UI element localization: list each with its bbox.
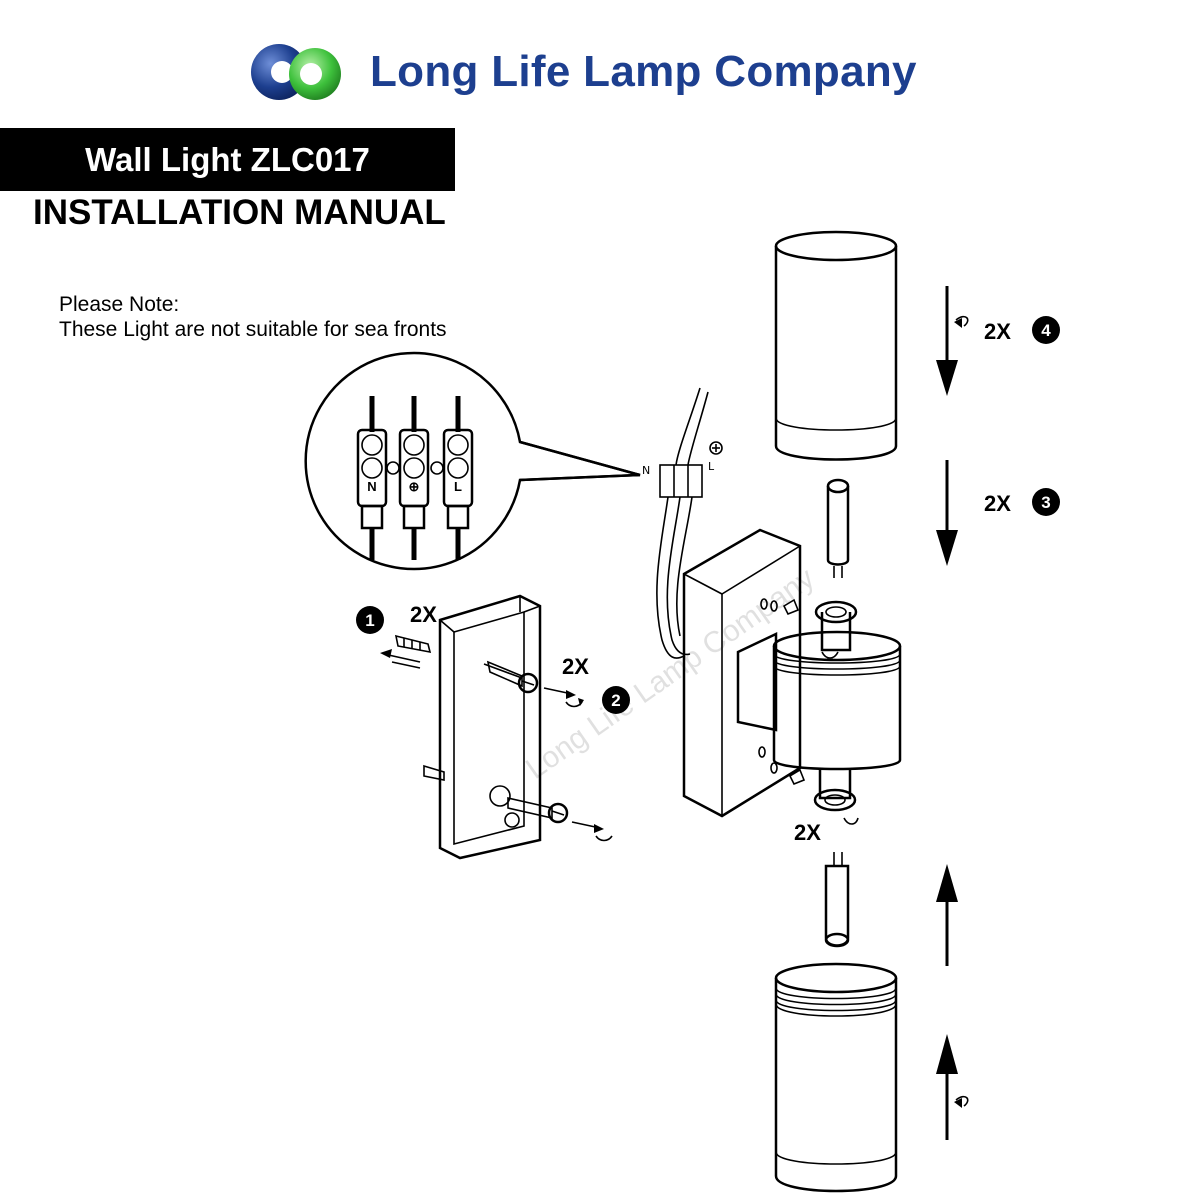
step-3: 2X 3 (984, 488, 1060, 516)
terminal-label-n: N (367, 479, 376, 494)
socket-quantity: 2X (794, 820, 821, 845)
product-title-bar: Wall Light ZLC017 (0, 128, 455, 191)
wire-label-l: L (708, 460, 715, 473)
screw-arrows (543, 687, 613, 842)
arrow-up-bulb (936, 864, 958, 966)
step-2-number: 2 (611, 691, 620, 710)
arrow-down-step-3 (936, 460, 958, 566)
step-1-quantity: 2X (410, 602, 437, 627)
terminal-block: N ⊕ L (356, 396, 474, 560)
screw-top (483, 660, 539, 694)
terminal-label-earth: ⊕ (409, 479, 420, 494)
lamp-body (682, 528, 902, 825)
arrow-up-cover (936, 1034, 969, 1140)
supply-wires: N L (642, 387, 723, 659)
company-logo-icon (251, 44, 341, 100)
bottom-cover (774, 962, 898, 1193)
step-2: 2X 2 (562, 654, 630, 714)
wall-plug-top (394, 634, 432, 654)
step-3-number: 3 (1041, 493, 1050, 512)
step-2-quantity: 2X (562, 654, 589, 679)
note-text: These Light are not suitable for sea fro… (59, 318, 447, 341)
terminal-callout: N ⊕ L (304, 351, 641, 571)
step-1: 1 2X (356, 602, 437, 634)
terminal-label-l: L (454, 479, 462, 494)
top-cover (774, 230, 898, 461)
step-4-quantity: 2X (984, 319, 1011, 344)
wall-plug-bottom (423, 764, 445, 781)
arrow-down-step-4 (936, 286, 969, 396)
installation-note: Please Note: These Light are not suitabl… (59, 292, 447, 342)
manual-subtitle: INSTALLATION MANUAL (33, 193, 446, 232)
bulb-bottom (824, 852, 850, 948)
product-title: Wall Light ZLC017 (85, 140, 370, 178)
screw-bottom (489, 785, 569, 828)
step-4: 2X 4 (984, 316, 1060, 344)
note-heading: Please Note: (59, 293, 180, 316)
step-3-quantity: 2X (984, 491, 1011, 516)
step-4-number: 4 (1041, 321, 1051, 340)
plug-direction-arrows (380, 649, 421, 669)
brand-header: Long Life Lamp Company (250, 40, 917, 104)
mounting-bracket (438, 594, 542, 860)
wire-label-n: N (642, 464, 650, 477)
step-1-number: 1 (365, 611, 374, 630)
company-name: Long Life Lamp Company (370, 47, 917, 96)
bulb-top (826, 478, 850, 578)
